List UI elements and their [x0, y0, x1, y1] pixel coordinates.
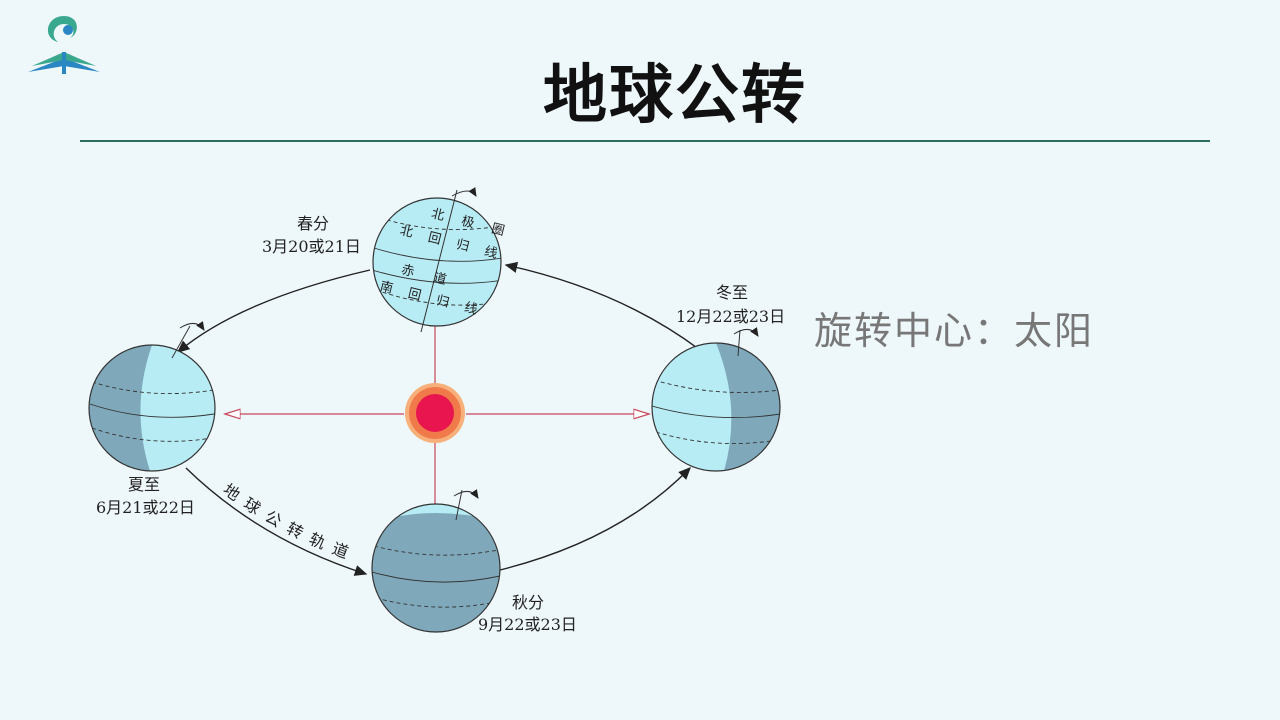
season-summer-name: 夏至	[128, 475, 160, 494]
earth-spring	[372, 187, 502, 333]
season-winter-name: 冬至	[716, 283, 748, 302]
orbit-arc-autumn-winter	[499, 466, 691, 571]
orbit-arc-summer-autumn	[185, 467, 368, 576]
earth-summer	[88, 321, 216, 472]
season-autumn-date: 9月22或23日	[478, 615, 577, 634]
earth-winter	[651, 327, 781, 472]
sun-icon	[405, 383, 465, 443]
season-summer-date: 6月21或22日	[96, 498, 195, 517]
earth-autumn	[371, 489, 501, 633]
season-spring-date: 3月20或21日	[262, 237, 361, 256]
title-divider	[80, 140, 1210, 142]
season-winter-date: 12月22或23日	[676, 307, 785, 326]
page-title: 地球公转	[543, 59, 807, 133]
rotation-center-note: 旋转中心：太阳	[814, 309, 1095, 353]
season-spring-name: 春分	[297, 214, 329, 233]
orbit-arc-spring-summer	[176, 269, 371, 353]
orbit-label: 地球公转轨道	[220, 480, 360, 566]
school-logo-icon	[28, 16, 100, 74]
orbit-arc-winter-spring	[504, 261, 701, 351]
season-autumn-name: 秋分	[512, 593, 544, 612]
